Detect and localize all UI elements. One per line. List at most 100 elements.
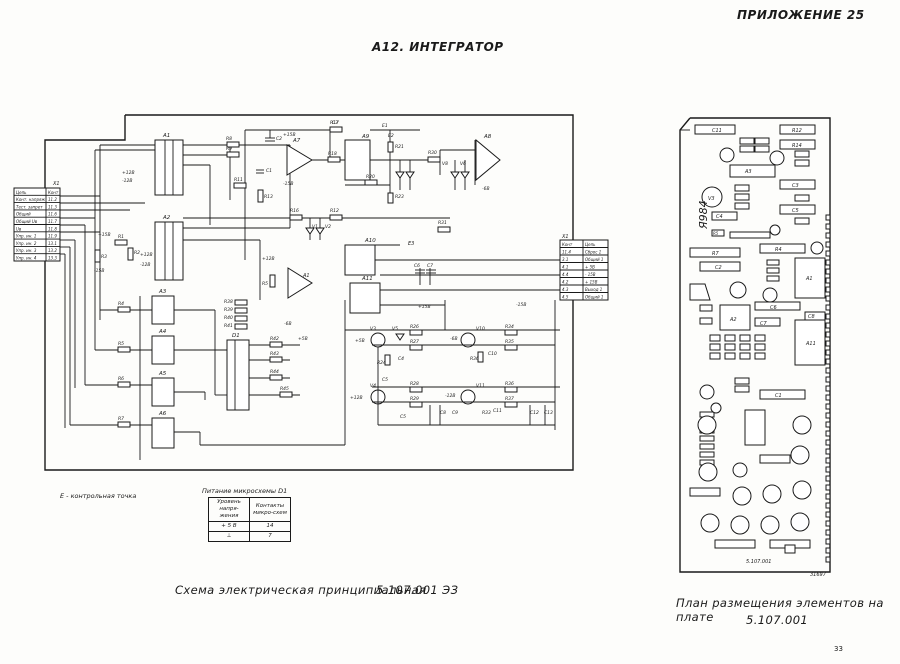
resistor-r12: R12	[329, 208, 343, 221]
connector-pin: 4.3	[562, 287, 569, 292]
ic-d1: D1	[226, 333, 250, 411]
connector-signal-name: - 15В	[585, 272, 596, 277]
svg-text:A7: A7	[292, 138, 301, 144]
svg-text:R6: R6	[118, 376, 124, 382]
connector-pin: 11.4	[562, 250, 571, 255]
svg-text:R35: R35	[505, 339, 514, 345]
svg-text:R44: R44	[270, 369, 279, 375]
svg-text:R23: R23	[395, 194, 404, 200]
connector-signal-name: Общий Uв	[16, 219, 38, 224]
svg-text:R17: R17	[330, 120, 339, 126]
svg-text:R27: R27	[410, 339, 419, 345]
pcb-resistor	[699, 451, 715, 458]
connector-signal-name: Общий 1	[585, 257, 603, 262]
edge-contact	[825, 214, 831, 221]
svg-text:V2: V2	[325, 224, 331, 230]
svg-text:R12: R12	[330, 208, 339, 214]
page-number: 33	[834, 645, 843, 653]
svg-text:R3: R3	[101, 254, 107, 260]
svg-text:R37: R37	[505, 396, 514, 402]
connector-pin: 4.2	[562, 280, 569, 285]
edge-contact	[825, 475, 831, 482]
svg-text:R4: R4	[118, 301, 124, 307]
svg-text:R38: R38	[224, 299, 233, 305]
svg-text:+5В: +5В	[355, 338, 365, 344]
ic-a1: A1 +12В-12В	[122, 133, 184, 196]
svg-text:+12В: +12В	[350, 395, 363, 401]
svg-text:+12В: +12В	[262, 256, 275, 262]
board-caption: План размещения элементов на плате	[676, 596, 884, 624]
test-point-e2: E2	[388, 133, 394, 139]
test-point-e1: E1	[382, 123, 388, 129]
svg-text:-6В: -6В	[284, 321, 292, 327]
pcb-resistor	[709, 343, 721, 351]
connector-pin: 4.1	[562, 265, 568, 270]
resistors-r19-r23: R21 R20 R23 R30	[364, 141, 441, 204]
connector-signal-name: Тест. запрет	[16, 204, 43, 209]
svg-text:R8: R8	[226, 136, 232, 142]
connector-signal-name: Выход 1	[585, 287, 602, 292]
connector-pin: 11.9	[48, 234, 57, 239]
resistors-r1-r3: R1 R2 R3 +15В-15В +12В-12В	[94, 232, 153, 274]
connector-signal-name: + 15В	[585, 280, 598, 285]
edge-contact	[825, 520, 831, 527]
svg-text:V3: V3	[370, 326, 376, 332]
svg-text:A3: A3	[744, 169, 752, 175]
svg-text:R13: R13	[264, 194, 273, 200]
edge-contact	[825, 493, 831, 500]
edge-contact	[825, 538, 831, 545]
svg-text:-6В: -6В	[450, 336, 458, 342]
svg-text:V4: V4	[370, 383, 376, 389]
ic-a6: A6	[151, 411, 175, 449]
ic-a9: A9	[344, 134, 371, 181]
svg-text:C10: C10	[488, 351, 497, 357]
pcb-resistor	[739, 343, 751, 351]
power-table-title: Питание микросхемы D1	[202, 487, 288, 495]
svg-text:C5: C5	[792, 208, 799, 214]
connector-signal-name: Упр. ин. 2	[16, 241, 37, 246]
svg-text:R42: R42	[270, 336, 279, 342]
resistor-r16: R16	[289, 208, 303, 221]
svg-text:R45: R45	[280, 386, 289, 392]
edge-contact	[825, 250, 831, 257]
connector-signal-name: Конт. напряж	[16, 197, 45, 202]
edge-contact	[825, 403, 831, 410]
svg-text:R5: R5	[118, 341, 124, 347]
pcb-resistor	[709, 352, 721, 360]
svg-text:R34: R34	[505, 324, 514, 330]
pcb-resistor	[709, 334, 721, 342]
connector-pin: 11.2	[48, 197, 57, 202]
resistors-r40-r45: R38 R39 R40 R41 R42 R43 R44 R45 +5В	[224, 299, 308, 398]
edge-contact	[825, 259, 831, 266]
svg-text:-15В: -15В	[94, 268, 104, 274]
svg-text:A9: A9	[361, 134, 370, 140]
svg-text:C2: C2	[715, 265, 722, 271]
table-row: ⊥ 7	[208, 531, 291, 542]
connector-pin: 4.4	[562, 272, 569, 277]
page-title: А12. ИНТЕГРАТОР	[372, 40, 504, 54]
connector-signal-name: Общий 1	[585, 295, 603, 300]
pcb-stamp: 31697	[810, 572, 827, 578]
svg-text:V11: V11	[476, 383, 485, 389]
svg-text:C1: C1	[775, 393, 782, 399]
edge-contact	[825, 322, 831, 329]
svg-text:A5: A5	[158, 371, 167, 377]
power-table-header-level: Уровень напря-жения	[208, 497, 250, 522]
edge-contact	[825, 331, 831, 338]
pcb-marking: Я984	[697, 200, 710, 230]
edge-contact	[825, 277, 831, 284]
connector-signal-name: Сброс 1	[585, 250, 601, 255]
svg-text:R33: R33	[482, 410, 491, 416]
svg-text:A1: A1	[162, 133, 170, 139]
edge-contact	[825, 223, 831, 230]
svg-text:C3: C3	[792, 183, 799, 189]
edge-contact	[825, 241, 831, 248]
connector-signal-name: Упр. ин. 3	[16, 248, 37, 253]
svg-text:A1: A1	[302, 273, 310, 279]
pcb-serial: 5.107.001	[746, 559, 771, 565]
resistor-r31: R31	[437, 220, 451, 233]
transistor-stage-1: V3 V10 V5 R26 R27 R34 R35 R24 R36 +5В-6В…	[355, 324, 518, 366]
svg-text:+12В: +12В	[122, 170, 135, 176]
